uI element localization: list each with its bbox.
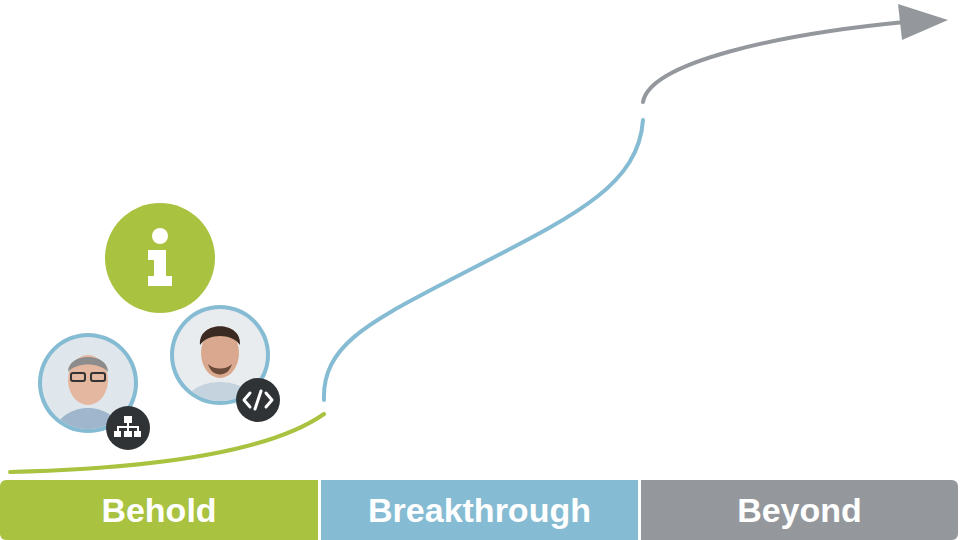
phase-band: Behold [0, 480, 318, 540]
phase-band: Breakthrough [321, 480, 638, 540]
phase-label: Behold [101, 491, 216, 530]
phase-label: Breakthrough [368, 491, 591, 530]
green-curve [10, 414, 324, 472]
blue-curve [324, 120, 643, 400]
grey-curve [643, 22, 905, 102]
phase-label: Beyond [737, 491, 862, 530]
arrow-head [898, 4, 948, 40]
info-icon [105, 203, 215, 313]
avatar-2 [170, 305, 280, 422]
avatar-1 [38, 333, 150, 450]
phase-band: Beyond [641, 480, 958, 540]
